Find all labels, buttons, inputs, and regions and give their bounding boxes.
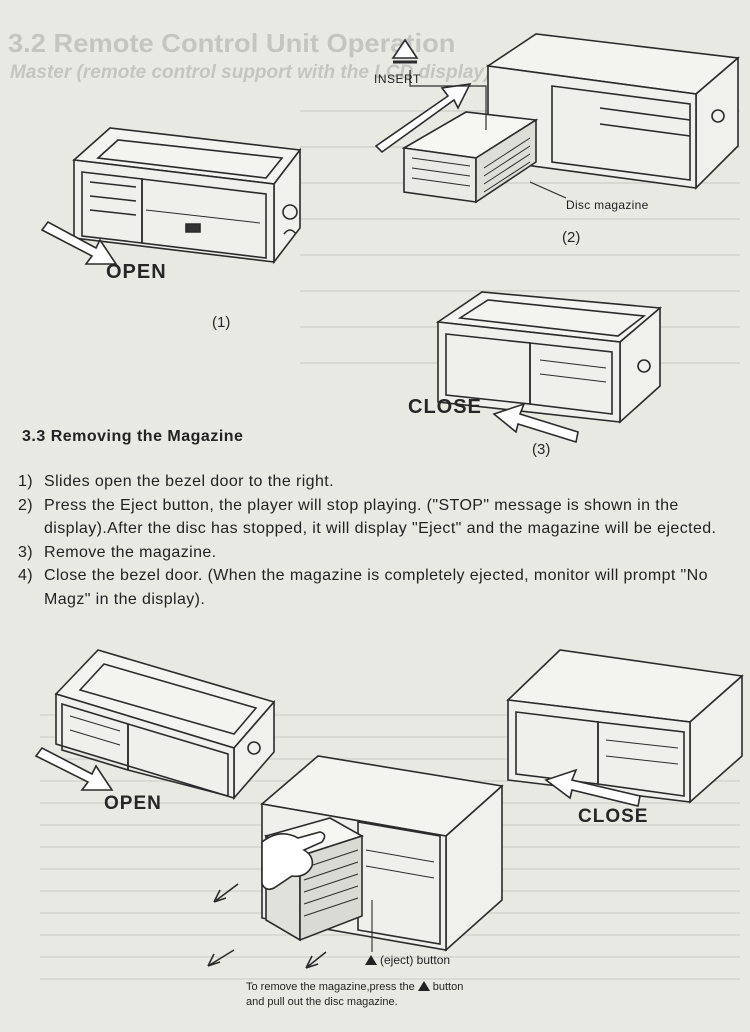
bleed-through-title: 3.2 Remote Control Unit Operation xyxy=(8,28,456,58)
instruction-step: 1) Slides open the bezel door to the rig… xyxy=(18,470,746,494)
figure-2-magazine-label: Disc magazine xyxy=(566,198,649,212)
instruction-step: 3) Remove the magazine. xyxy=(18,541,746,565)
eject-triangle-icon xyxy=(417,981,430,991)
instruction-steps: 1) Slides open the bezel door to the rig… xyxy=(18,470,746,611)
figure-1-open-label: OPEN xyxy=(106,261,167,283)
figure-2-insert-label: INSERT xyxy=(374,72,421,86)
instruction-step: 2) Press the Eject button, the player wi… xyxy=(18,494,746,541)
bleed-through-subtitle: Master (remote control support with the … xyxy=(10,62,491,83)
step-number: 4) xyxy=(18,567,34,584)
step-text: Close the bezel door. (When the magazine… xyxy=(44,567,708,608)
step-number: 1) xyxy=(18,473,34,490)
figure-1-number: (1) xyxy=(212,314,231,331)
bottom-open-label: OPEN xyxy=(104,793,162,814)
figure-2-number: (2) xyxy=(562,229,581,246)
eject-triangle-icon xyxy=(365,955,377,965)
step-text: Press the Eject button, the player will … xyxy=(44,496,717,538)
section-heading: 3.3 Removing the Magazine xyxy=(22,428,244,445)
bottom-close-label: CLOSE xyxy=(578,806,649,827)
instruction-step: 4) Close the bezel door. (When the magaz… xyxy=(18,564,746,611)
step-number: 2) xyxy=(18,496,34,514)
eject-button-label: (eject) button xyxy=(362,953,450,967)
figure-3-number: (3) xyxy=(532,441,551,458)
step-text: Remove the magazine. xyxy=(44,543,217,561)
figure-3-close-label: CLOSE xyxy=(408,396,482,418)
step-number: 3) xyxy=(18,543,34,561)
step-text: Slides open the bezel door to the right. xyxy=(44,473,334,490)
